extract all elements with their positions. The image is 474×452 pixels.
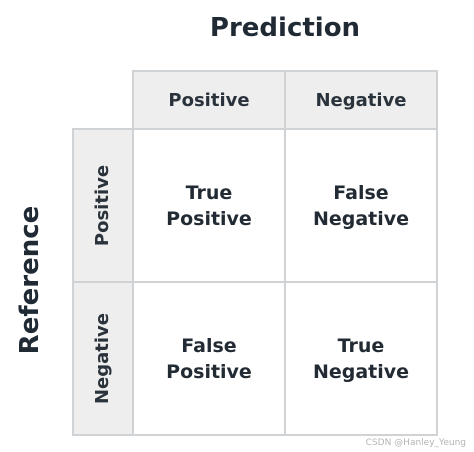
cell-false-positive-line1: False bbox=[181, 334, 237, 357]
cell-true-positive-line2: Positive bbox=[166, 207, 252, 230]
cell-true-positive: True Positive bbox=[132, 128, 286, 283]
cell-true-positive-line1: True bbox=[185, 181, 233, 204]
cell-true-negative: True Negative bbox=[284, 281, 438, 436]
cell-false-negative-line1: False bbox=[333, 181, 389, 204]
cell-true-negative-line1: True bbox=[337, 334, 385, 357]
column-header-negative: Negative bbox=[284, 70, 438, 130]
cell-false-negative-line2: Negative bbox=[312, 207, 410, 230]
watermark: CSDN @Hanley_Yeung bbox=[365, 438, 466, 448]
row-header-negative: Negative bbox=[72, 281, 134, 436]
cell-true-negative-line2: Negative bbox=[312, 360, 410, 383]
column-header-positive-label: Positive bbox=[168, 89, 250, 111]
reference-axis-title: Reference bbox=[15, 205, 45, 355]
row-header-positive-label: Positive bbox=[92, 164, 114, 247]
row-header-positive: Positive bbox=[72, 128, 134, 283]
cell-false-positive-line2: Positive bbox=[166, 360, 252, 383]
reference-axis-title-wrap: Reference bbox=[8, 125, 52, 435]
column-header-negative-label: Negative bbox=[315, 89, 407, 111]
row-header-negative-label: Negative bbox=[92, 312, 114, 405]
column-header-positive: Positive bbox=[132, 70, 286, 130]
prediction-axis-title: Prediction bbox=[209, 13, 361, 43]
cell-false-negative: False Negative bbox=[284, 128, 438, 283]
cell-false-positive: False Positive bbox=[132, 281, 286, 436]
